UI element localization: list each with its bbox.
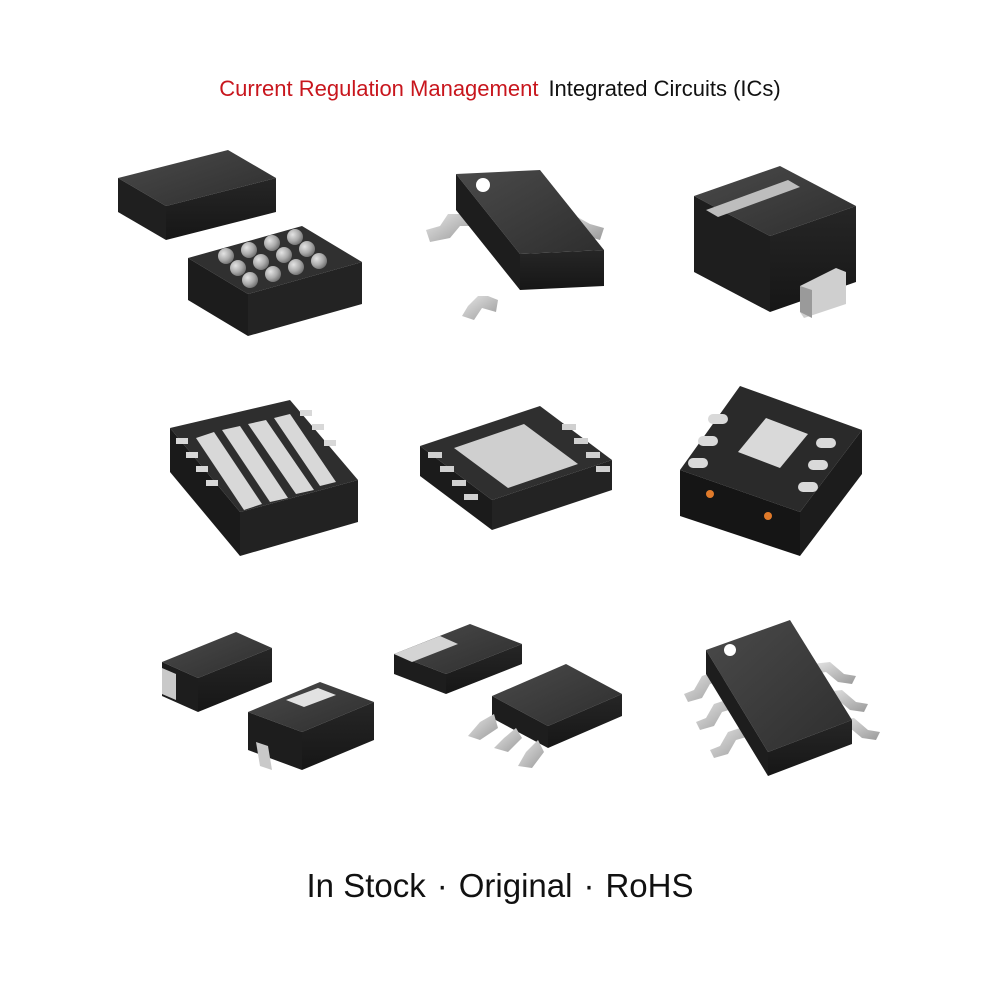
bga-chip-pair-image [118,150,362,336]
title-rest: Integrated Circuits (ICs) [548,76,781,101]
dpak-bottom [468,664,622,768]
ball-grid-array [188,226,362,336]
sod-123 [162,632,272,712]
dpak-pair-image [394,624,622,768]
dfn-8-orange-dot-image [680,386,862,556]
smd-diode-image [694,166,856,318]
qfn-underside-image [170,400,358,556]
footer-separator: · [436,867,448,904]
footer-item-rohs: RoHS [605,867,694,904]
footer-tagline: In Stock · Original · RoHS [0,866,1000,906]
footer-item-original: Original [458,867,573,904]
dpak-top [394,624,522,694]
footer-separator: · [583,867,595,904]
sot-23-transistor-image [426,170,604,320]
dfn-exposed-pad-image [420,406,612,530]
footer-item-in-stock: In Stock [306,867,426,904]
sod-123f [248,682,374,770]
sot-23-6-image [684,620,880,776]
sod-diode-pair-image [162,632,374,770]
page-title: Current Regulation Management Integrated … [0,74,1000,104]
chip-body [118,150,276,240]
title-accent: Current Regulation Management [219,76,539,101]
